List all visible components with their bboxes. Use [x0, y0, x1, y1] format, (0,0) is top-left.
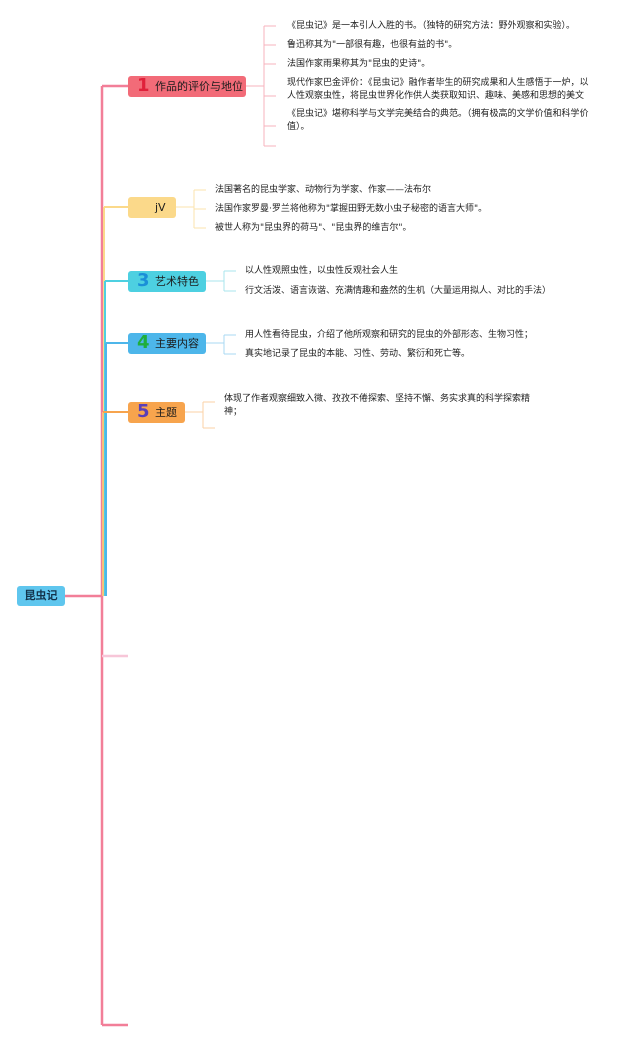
leaf-text[interactable]: 以人性观照虫性，以虫性反观社会人生: [245, 266, 399, 276]
leaf-text[interactable]: 《昆虫记》堪称科学与文学完美结合的典范。（拥有极高的文学价值和科学价值）。: [287, 109, 589, 132]
branch-label: 主要内容: [155, 337, 199, 350]
branch-label: jV: [155, 201, 166, 214]
branch-node-evaluation[interactable]: 1 作品的评价与地位: [128, 75, 246, 97]
leaf-text[interactable]: 《昆虫记》是一本引人入胜的书。（独特的研究方法：野外观察和实验）。: [287, 21, 576, 31]
branch-number: 4: [137, 332, 150, 353]
branch-node-art-features[interactable]: 3 艺术特色: [128, 270, 206, 292]
branch-number: 1: [137, 75, 150, 96]
branch-number: 3: [137, 270, 150, 291]
branch-node-main-content[interactable]: 4 主要内容: [128, 332, 206, 354]
leaf-text[interactable]: 法国作家雨果称其为"昆虫的史诗"。: [287, 59, 431, 69]
leaf-text[interactable]: 用人性看待昆虫，介绍了他所观察和研究的昆虫的外部形态、生物习性；: [245, 330, 534, 340]
branch-label: 艺术特色: [155, 275, 199, 288]
leaf-text[interactable]: 体现了作者观察细致入微、孜孜不倦探索、坚持不懈、务实求真的科学探索精神；: [224, 394, 531, 417]
branch-node-author[interactable]: jV: [128, 197, 176, 218]
branch-node-theme[interactable]: 5 主题: [128, 401, 185, 423]
leaf-text[interactable]: 鲁迅称其为"一部很有趣，也很有益的书"。: [287, 40, 458, 50]
branch-label: 作品的评价与地位: [155, 80, 243, 93]
leaf-text[interactable]: 法国作家罗曼·罗兰将他称为"掌握田野无数小虫子秘密的语言大师"。: [215, 204, 488, 214]
leaf-text[interactable]: 法国著名的昆虫学家、动物行为学家、作家——法布尔: [215, 185, 432, 195]
leaf-text[interactable]: 真实地记录了昆虫的本能、习性、劳动、繁衍和死亡等。: [245, 349, 471, 359]
leaf-text[interactable]: 被世人称为"昆虫界的荷马"、"昆虫界的维吉尔"。: [215, 223, 412, 233]
branch-number: 5: [137, 401, 150, 422]
leaf-text[interactable]: 行文活泼、语言诙谐、充满情趣和盎然的生机（大量运用拟人、对比的手法）: [245, 286, 552, 296]
leaf-text[interactable]: 现代作家巴金评价：《昆虫记》融作者毕生的研究成果和人生感悟于一炉，以人性观察虫性…: [287, 78, 589, 101]
root-node[interactable]: 昆虫记: [17, 586, 65, 606]
branch-label: 主题: [155, 406, 177, 419]
